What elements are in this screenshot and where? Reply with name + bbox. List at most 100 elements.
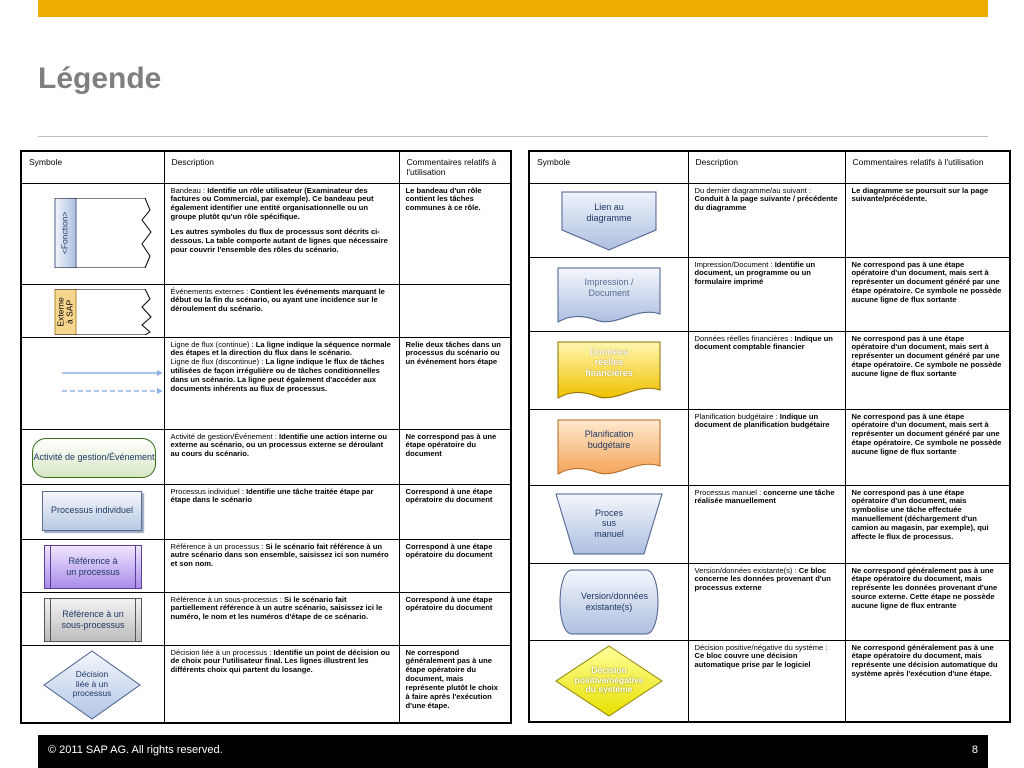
- description-cell: Processus manuel : concerne une tâche ré…: [687, 484, 846, 564]
- header-symbol: Symbole: [528, 150, 689, 184]
- symbol-cell: Proces sus manuel: [528, 484, 689, 564]
- description-cell: Bandeau : Identifie un rôle utilisateur …: [163, 182, 400, 285]
- table-row: Version/données existante(s) Version/don…: [528, 562, 1011, 641]
- swimlane-band-label: <Fonction>: [59, 211, 70, 254]
- symbol-cell: Impression / Document: [528, 256, 689, 332]
- print-document-symbol: [557, 267, 661, 323]
- symbol-cell: Décision positive/négative du système: [528, 639, 689, 723]
- header-description: Description: [687, 150, 846, 184]
- diagram-link-label: Lien au diagramme: [586, 202, 632, 223]
- process-decision-diamond-symbol: [43, 649, 141, 720]
- description-cell: Ligne de flux (continue) : La ligne indi…: [163, 336, 400, 430]
- table-row: Référence à un sous-processus Référence …: [20, 591, 512, 646]
- description-cell: Version/données existante(s) : Ce bloc c…: [687, 562, 846, 641]
- comment-cell: Le bandeau d'un rôle contient les tâches…: [398, 182, 512, 285]
- table-row: Lien au diagramme Du dernier diagramme/a…: [528, 182, 1011, 258]
- comment-cell: Correspond à une étape opératoire du doc…: [398, 538, 512, 593]
- symbol-cell: Version/données existante(s): [528, 562, 689, 641]
- comment-cell: Ne correspond pas à une étape opératoire…: [844, 408, 1011, 486]
- description-cell: Décision liée à un processus : Identifie…: [163, 644, 400, 724]
- comment-cell: Ne correspond pas à une étape opératoire…: [844, 484, 1011, 564]
- process-reference-symbol: Référence à un processus: [44, 544, 142, 589]
- external-event-symbol: [54, 288, 152, 335]
- swimlane-band-symbol: [54, 197, 152, 268]
- comment-cell: [398, 283, 512, 338]
- comment-cell: Ne correspond pas à une étape opératoire…: [844, 256, 1011, 332]
- symbol-cell: Processus individuel: [20, 483, 165, 540]
- table-row: Référence à un processus Référence à un …: [20, 538, 512, 593]
- diagram-link-symbol: [561, 191, 657, 251]
- legend-table-right: Symbole Description Commentaires relatif…: [528, 150, 1011, 723]
- symbol-cell: Référence à un processus: [20, 538, 165, 593]
- symbol-cell: Activité de gestion/Événement: [20, 428, 165, 485]
- symbol-cell: Référence à un sous-processus: [20, 591, 165, 646]
- description-cell: Données réelles financières : Indique un…: [687, 330, 846, 410]
- comment-cell: Ne correspond généralement pas à une éta…: [844, 562, 1011, 641]
- description-cell: Événements externes : Contient les événe…: [163, 283, 400, 338]
- symbol-cell: Lien au diagramme: [528, 182, 689, 258]
- header-comments: Commentaires relatifs à l'utilisation: [398, 150, 512, 184]
- subprocess-reference-label: Référence à un sous-processus: [61, 609, 125, 630]
- budget-planning-label: Planification budgétaire: [584, 429, 634, 450]
- table-row: Activité de gestion/Événement Activité d…: [20, 428, 512, 485]
- comment-cell: Ne correspond généralement pas à une éta…: [844, 639, 1011, 723]
- symbol-cell: Planification budgétaire: [528, 408, 689, 486]
- header-comments: Commentaires relatifs à l'utilisation: [844, 150, 1011, 184]
- table-row: Données réelles financières Données réel…: [528, 330, 1011, 410]
- table-row: Processus individuel Processus individue…: [20, 483, 512, 540]
- existing-data-symbol: [559, 569, 659, 634]
- page-title: Légende: [38, 62, 162, 95]
- process-decision-label: Décision liée à un processus: [72, 668, 112, 699]
- table-row: Décision positive/négative du système Dé…: [528, 639, 1011, 723]
- individual-process-label: Processus individuel: [50, 505, 134, 516]
- table-row: Décision liée à un processus Décision li…: [20, 644, 512, 724]
- print-document-label: Impression / Document: [584, 277, 634, 298]
- description-cell: Du dernier diagramme/au suivant : Condui…: [687, 182, 846, 258]
- title-divider: [38, 136, 988, 137]
- financial-actuals-symbol: [557, 341, 661, 399]
- header-description: Description: [163, 150, 400, 184]
- description-cell: Processus individuel : Identifie une tâc…: [163, 483, 400, 540]
- comment-cell: Correspond à une étape opératoire du doc…: [398, 591, 512, 646]
- business-activity-label: Activité de gestion/Événement: [33, 452, 155, 463]
- subprocess-reference-symbol: Référence à un sous-processus: [44, 597, 142, 642]
- system-decision-diamond-symbol: [555, 644, 663, 717]
- symbol-cell: Décision liée à un processus: [20, 644, 165, 724]
- description-cell: Décision positive/négative du système : …: [687, 639, 846, 723]
- description-cell: Activité de gestion/Événement : Identifi…: [163, 428, 400, 485]
- process-reference-label: Référence à un processus: [66, 556, 120, 577]
- table-row: Proces sus manuel Processus manuel : con…: [528, 484, 1011, 564]
- description-cell: Référence à un sous-processus : Si le sc…: [163, 591, 400, 646]
- manual-process-symbol: [555, 493, 663, 554]
- table-row: Planification budgétaire Planification b…: [528, 408, 1011, 486]
- comment-cell: Correspond à une étape opératoire du doc…: [398, 483, 512, 540]
- symbol-cell: <Fonction>: [20, 182, 165, 285]
- top-accent-bar: [38, 0, 988, 17]
- footer-bar: © 2011 SAP AG. All rights reserved. 8: [38, 735, 988, 768]
- individual-process-symbol: Processus individuel: [42, 490, 142, 531]
- comment-cell: Ne correspond pas à une étape opératoire…: [844, 330, 1011, 410]
- footer-copyright: © 2011 SAP AG. All rights reserved.: [48, 744, 223, 756]
- comment-cell: Ne correspond généralement pas à une éta…: [398, 644, 512, 724]
- description-cell: Référence à un processus : Si le scénari…: [163, 538, 400, 593]
- business-activity-symbol: Activité de gestion/Événement: [32, 437, 156, 478]
- manual-process-label: Proces sus manuel: [594, 507, 624, 539]
- symbol-cell: Données réelles financières: [528, 330, 689, 410]
- comment-cell: Le diagramme se poursuit sur la page sui…: [844, 182, 1011, 258]
- page-number: 8: [971, 744, 978, 756]
- flow-line-symbol: [62, 369, 162, 394]
- system-decision-label: Décision positive/négative du système: [574, 664, 644, 695]
- comment-cell: Ne correspond pas à une étape opératoire…: [398, 428, 512, 485]
- description-cell: Planification budgétaire : Indique un do…: [687, 408, 846, 486]
- table-row: Externe à SAP Événements externes : Cont…: [20, 283, 512, 338]
- budget-planning-symbol: [557, 419, 661, 475]
- table-row: Ligne de flux (continue) : La ligne indi…: [20, 336, 512, 430]
- table-row: <Fonction> Bandeau : Identifie un rôle u…: [20, 182, 512, 285]
- existing-data-label: Version/données existante(s): [581, 591, 649, 612]
- table-row: Impression / Document Impression/Documen…: [528, 256, 1011, 332]
- financial-actuals-label: Données réelles financières: [585, 346, 633, 378]
- symbol-cell: Externe à SAP: [20, 283, 165, 338]
- header-symbol: Symbole: [20, 150, 165, 184]
- legend-table-left: Symbole Description Commentaires relatif…: [20, 150, 512, 724]
- symbol-cell: [20, 336, 165, 430]
